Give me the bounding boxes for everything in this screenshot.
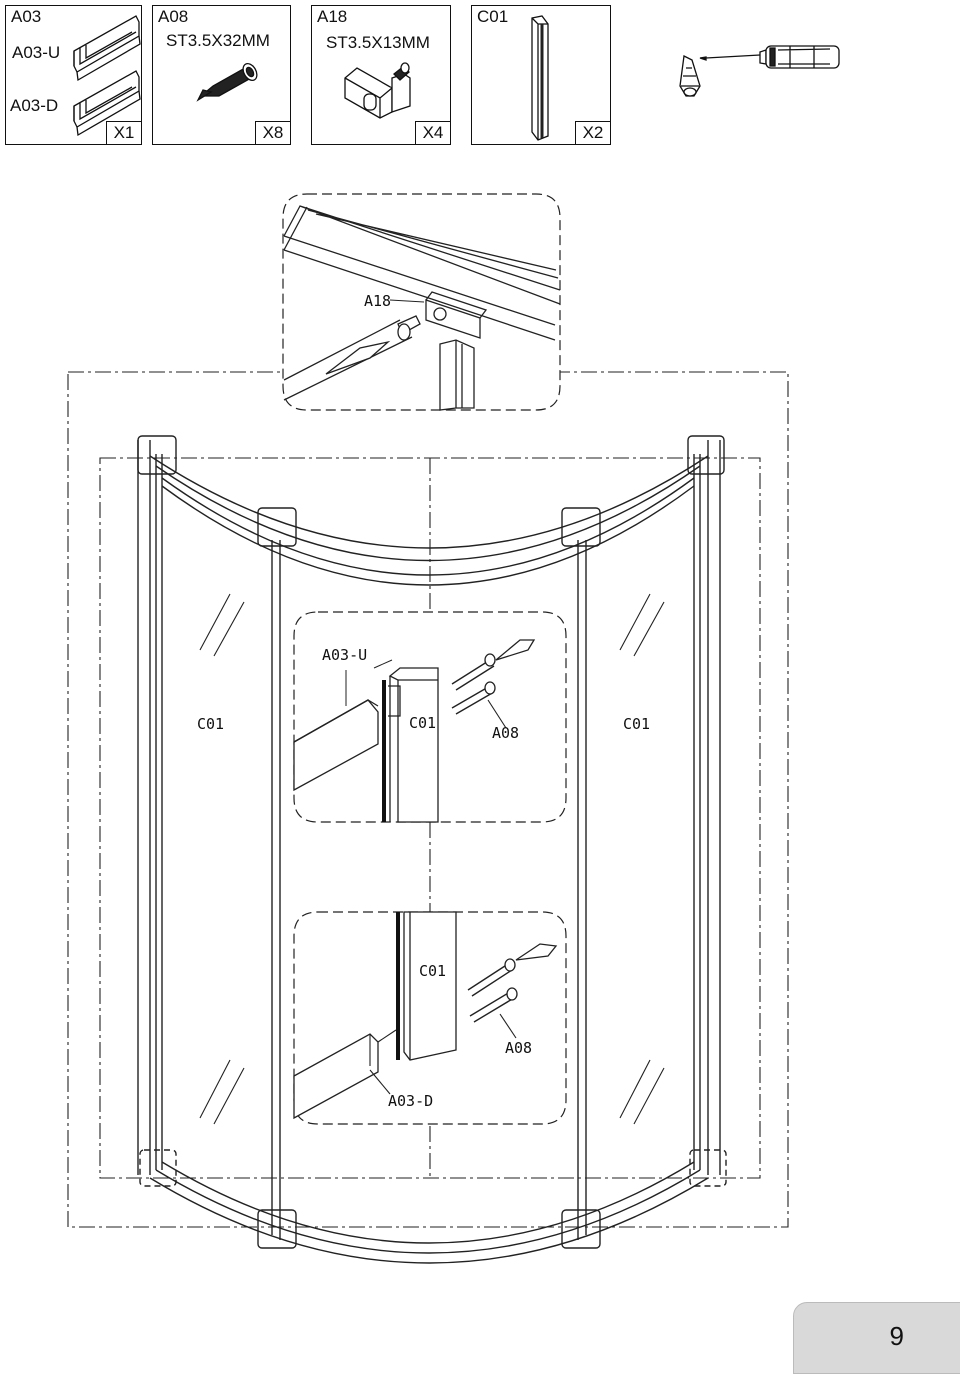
part-box-a03: A03 A03-U A03-D X1 [5,5,142,145]
page-number: 9 [889,1321,904,1351]
part-spec: ST3.5X32MM [166,31,270,50]
tools-illustration [679,45,840,97]
detail-callout-lower [293,911,567,1125]
label-panel-c01-left: C01 [197,715,225,733]
label-screw-a08-upper: A08 [492,724,520,742]
part-code: C01 [477,7,509,26]
enclosure-frame [137,435,727,1264]
part-spec: ST3.5X13MM [326,33,430,52]
label-profile-a03-u: A03-U [322,646,368,664]
screwdriver-icon [699,45,840,69]
label-panel-c01-upper: C01 [409,714,437,732]
part-box-a08: A08 ST3.5X32MM X8 [152,5,291,145]
glass-panel-icon [531,15,549,141]
bracket-and-screw-icon [344,62,411,119]
label-profile-a03-d: A03-D [388,1092,434,1110]
qty-badge: X2 [575,121,611,145]
detail-callout-top [282,193,561,411]
qty-badge: X8 [255,121,291,145]
label-bracket-a18: A18 [364,292,392,310]
part-box-a18: A18 ST3.5X13MM X4 [311,5,451,145]
sub-label-a03-u: A03-U [12,43,61,62]
detail-callout-upper [293,611,567,823]
profile-rail-icon [73,15,141,137]
part-code: A08 [158,7,189,26]
glass-reflection-marks [199,593,665,1125]
part-code: A18 [317,7,348,26]
sub-label-a03-d: A03-D [10,96,59,115]
part-code: A03 [11,7,42,26]
part-box-c01: C01 X2 [471,5,611,145]
label-panel-c01-lower: C01 [419,962,447,980]
long-screw-icon [196,62,258,102]
qty-badge: X4 [415,121,451,145]
label-panel-c01-right: C01 [623,715,651,733]
label-screw-a08-lower: A08 [505,1039,533,1057]
page-number-tab: 9 [793,1302,960,1374]
screw-bit-icon [679,55,701,97]
qty-badge: X1 [106,121,142,145]
